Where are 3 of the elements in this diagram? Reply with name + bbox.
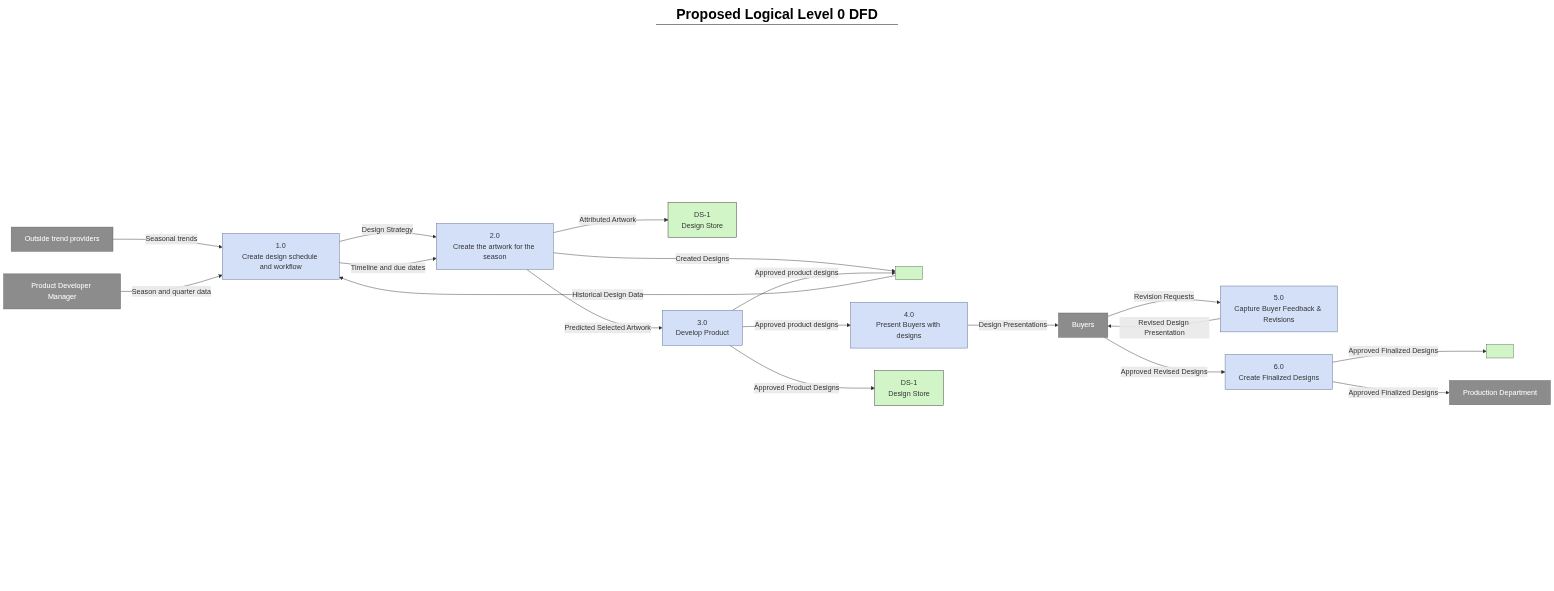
node-box <box>1486 344 1514 359</box>
diagram-title: Proposed Logical Level 0 DFD <box>656 6 898 25</box>
node-box <box>895 266 923 280</box>
